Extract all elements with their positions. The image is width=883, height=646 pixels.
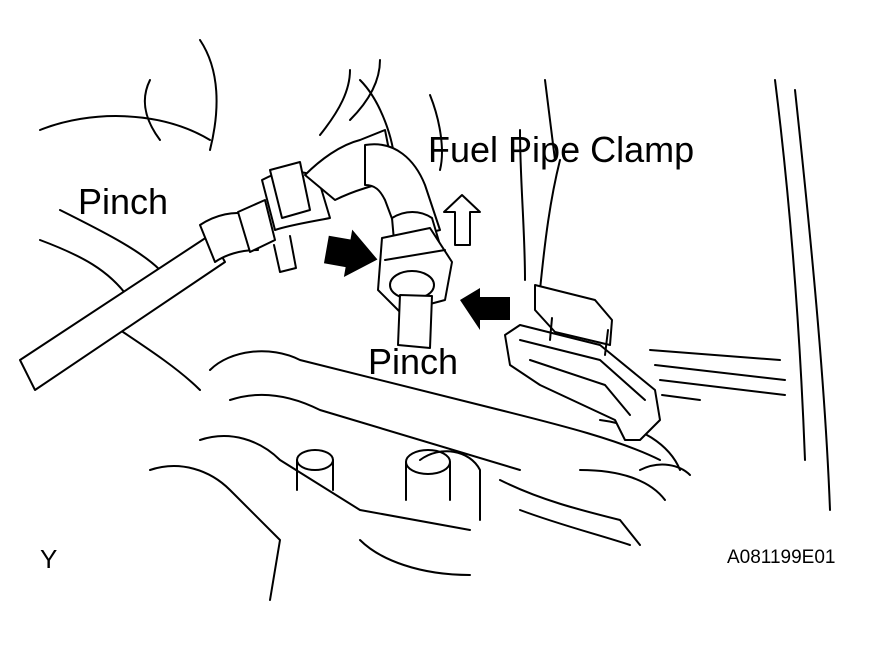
pinch-arrow-right [460, 288, 510, 330]
engine-block [149, 350, 691, 601]
fuel-hose-left [19, 161, 331, 391]
engine-background [39, 39, 831, 511]
fuel-pipe-connector [377, 211, 453, 349]
pinch-label-left: Pinch [78, 181, 169, 222]
pinch-label-right: Pinch [368, 341, 459, 382]
figure-code: A081199E01 [727, 547, 836, 568]
view-letter: Y [40, 544, 58, 574]
pinch-arrow-left [323, 229, 378, 277]
fuel-pipe-clamp-part [504, 284, 661, 441]
pull-up-arrow [443, 194, 481, 246]
fuel-pipe-clamp-label: Fuel Pipe Clamp [428, 129, 695, 170]
